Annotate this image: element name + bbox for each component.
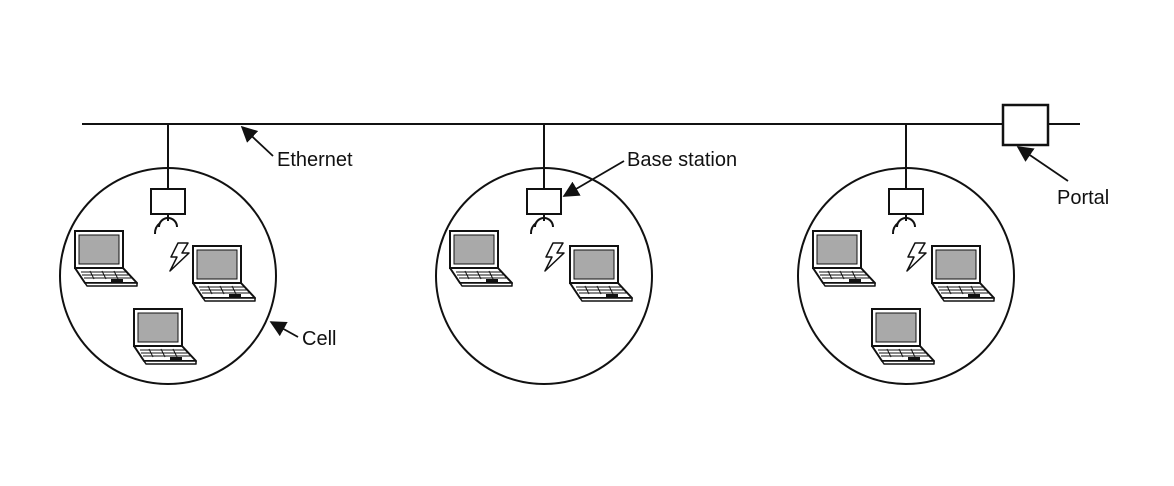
- cell-arrow: [269, 321, 299, 338]
- laptop-icon: [569, 245, 633, 302]
- base-station-box: [526, 188, 562, 215]
- antenna-icon: [891, 213, 916, 235]
- laptop-icon: [449, 230, 513, 287]
- portal-label: Portal: [1057, 187, 1109, 209]
- laptop-icon: [192, 245, 256, 302]
- laptop-icon: [871, 308, 935, 365]
- lightning-icon: [169, 242, 190, 272]
- ethernet-arrow: [240, 125, 274, 157]
- ethernet-label: Ethernet: [277, 149, 353, 171]
- cell-1: [59, 124, 277, 385]
- laptop-icon: [74, 230, 138, 287]
- laptop-icon: [931, 245, 995, 302]
- base-station-box: [888, 188, 924, 215]
- lightning-icon: [544, 242, 565, 272]
- cell-2: [435, 124, 653, 385]
- portal-box: [1001, 103, 1050, 147]
- base-station-label: Base station: [627, 149, 737, 171]
- lightning-icon: [906, 242, 927, 272]
- laptop-icon: [133, 308, 197, 365]
- antenna-icon: [153, 213, 178, 235]
- antenna-icon: [529, 213, 554, 235]
- cell-label: Cell: [302, 328, 336, 350]
- portal-arrow: [1016, 146, 1069, 182]
- laptop-icon: [812, 230, 876, 287]
- base-station-box: [150, 188, 186, 215]
- cell-3: [797, 124, 1015, 385]
- base-station-arrow: [562, 160, 625, 197]
